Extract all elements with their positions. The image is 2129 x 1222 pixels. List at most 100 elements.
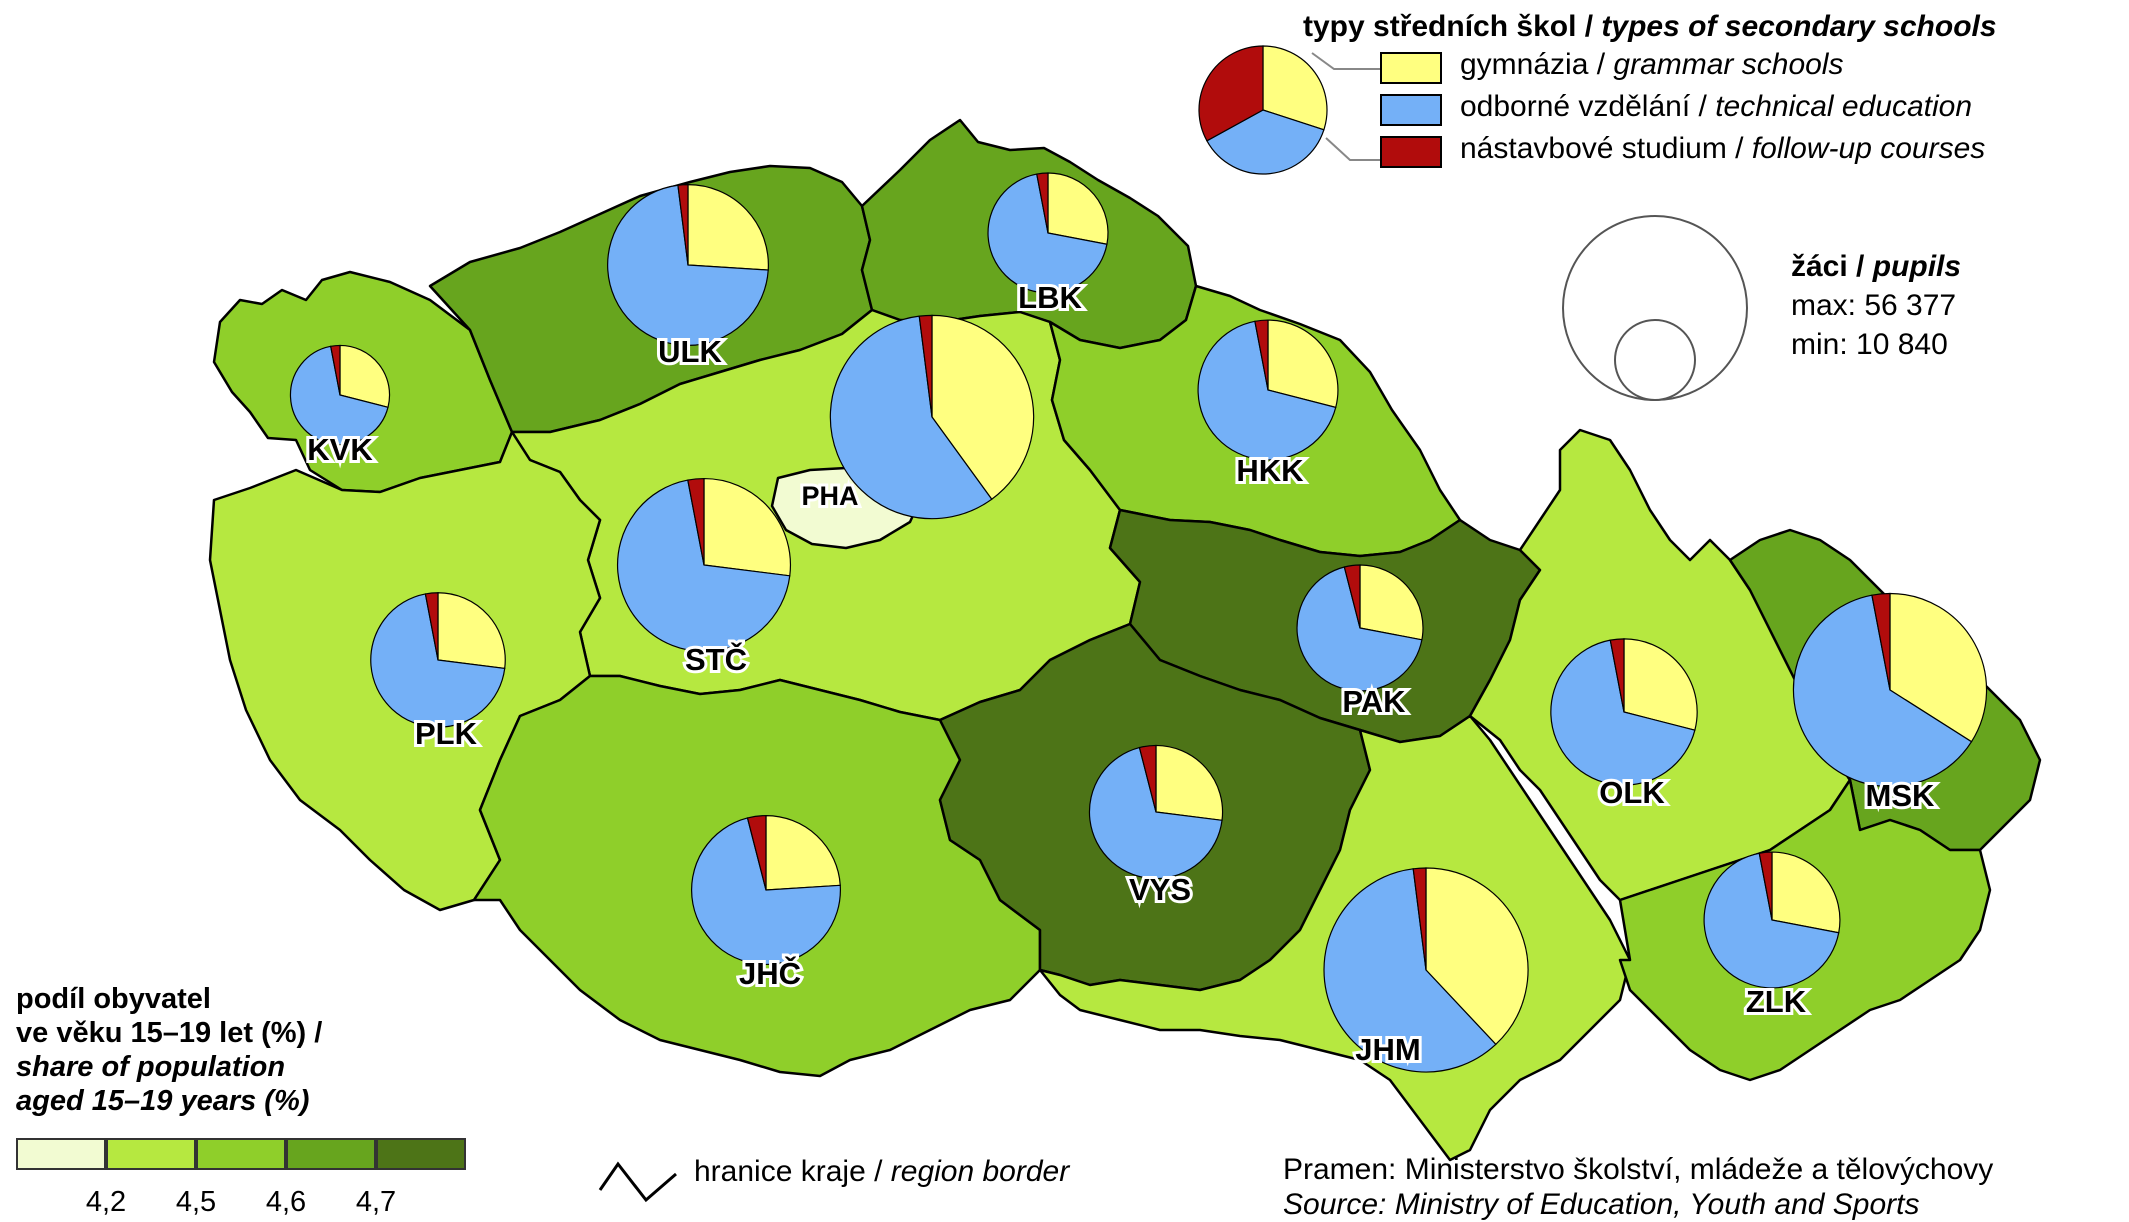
- legend-share-line4: aged 15–19 years (%): [16, 1085, 310, 1117]
- pie-slice-technical: [1703, 852, 1840, 989]
- pie-slice-technical: [1550, 639, 1696, 786]
- pie-slice-technical: [829, 315, 993, 520]
- pie-slice-grammar: [931, 314, 1035, 501]
- pie-slice-grammar: [339, 344, 391, 409]
- legend-border-cz: hranice kraje /: [694, 1155, 891, 1188]
- legend-grammar-en: grammar schools: [1613, 48, 1844, 81]
- pie-msk[interactable]: [1792, 592, 1988, 788]
- legend-pie-technical: [1206, 109, 1325, 175]
- label-ulk: ULK: [658, 334, 722, 369]
- label-vys: VYS: [1129, 872, 1191, 907]
- legend-example-pie: [1198, 45, 1328, 175]
- pie-slice-grammar: [1047, 172, 1109, 245]
- label-lbk: LBK: [1018, 280, 1082, 315]
- pie-vys[interactable]: [1088, 744, 1224, 880]
- label-jhc: JHČ: [739, 955, 801, 991]
- pie-jhč[interactable]: [691, 814, 841, 966]
- pie-pak[interactable]: [1296, 564, 1424, 692]
- legend-pie-grammar: [1262, 45, 1328, 131]
- label-pak: PAK: [1342, 684, 1406, 719]
- label-kvk: KVK: [307, 432, 373, 467]
- share-class-0: [16, 1138, 106, 1170]
- share-tick-2: 4,5: [175, 1186, 217, 1218]
- pie-slice-technical: [987, 173, 1108, 294]
- pie-pha-centre[interactable]: [829, 314, 1035, 520]
- pie-plk[interactable]: [370, 592, 506, 728]
- label-msk: MSK: [1866, 778, 1936, 813]
- size-circle-min: [1614, 319, 1696, 401]
- legend-connector-lines: [1311, 52, 1380, 161]
- pie-slice-technical: [607, 184, 769, 346]
- pie-slice-technical: [616, 479, 791, 652]
- legend-types-title-cz: typy středních škol /: [1303, 10, 1602, 43]
- pie-olk[interactable]: [1550, 638, 1698, 786]
- pie-slice-followup: [1609, 638, 1625, 713]
- swatch-technical: [1380, 94, 1442, 126]
- legend-types-title-en: types of secondary schools: [1601, 10, 1997, 43]
- legend-share-title: podíl obyvatel ve věku 15–19 let (%) / s…: [16, 982, 322, 1118]
- pie-slice-followup: [1138, 744, 1157, 813]
- share-class-1: [106, 1138, 196, 1170]
- pie-ulk[interactable]: [607, 184, 769, 346]
- pie-zlk[interactable]: [1703, 851, 1841, 989]
- label-hkk: HKK: [1236, 453, 1304, 488]
- pie-kvk[interactable]: [289, 344, 391, 446]
- pie-slice-grammar: [1771, 851, 1841, 934]
- legend-grammar-cz: gymnázia /: [1460, 48, 1614, 81]
- legend-pupils-max: max: 56 377: [1791, 289, 1957, 322]
- pie-slice-followup: [918, 314, 933, 418]
- legend-item-technical: odborné vzdělání / technical education: [1460, 90, 1972, 124]
- pie-slice-grammar: [1155, 744, 1224, 822]
- legend-region-border: hranice kraje / region border: [694, 1155, 1069, 1189]
- legend-item-followup: nástavbové studium / follow-up courses: [1460, 132, 1985, 166]
- pie-slice-followup: [1758, 851, 1773, 921]
- pie-jhm[interactable]: [1323, 867, 1529, 1073]
- share-tick-3: 4,6: [265, 1186, 307, 1218]
- pie-slice-grammar: [1267, 319, 1339, 409]
- pie-stč[interactable]: [616, 477, 791, 652]
- legend-share-line2: ve věku 15–19 let (%) /: [16, 1017, 323, 1049]
- share-tick-1: 4,2: [85, 1186, 127, 1218]
- legend-size-circles: [1562, 215, 1748, 401]
- pie-slice-grammar: [437, 592, 506, 670]
- share-tick-4: 4,7: [355, 1186, 397, 1218]
- pie-hkk[interactable]: [1197, 319, 1339, 461]
- legend-pupils-title-en: pupils: [1872, 250, 1962, 283]
- pie-slice-followup: [1412, 867, 1427, 971]
- pie-slice-grammar: [1623, 638, 1698, 731]
- swatch-grammar: [1380, 52, 1442, 84]
- pie-slice-technical: [1088, 746, 1223, 880]
- legend-pupils-min: min: 10 840: [1791, 328, 1948, 361]
- legend-followup-cz: nástavbové studium /: [1460, 132, 1752, 165]
- pie-slice-technical: [1792, 594, 1973, 788]
- legend-item-grammar: gymnázia / grammar schools: [1460, 48, 1843, 82]
- legend-pie-followup: [1198, 45, 1264, 142]
- share-class-4: [376, 1138, 466, 1170]
- legend-technical-cz: odborné vzdělání /: [1460, 90, 1716, 123]
- pie-slice-followup: [1036, 172, 1049, 234]
- pie-slice-technical: [1323, 868, 1497, 1073]
- pie-slice-grammar: [1359, 564, 1424, 641]
- pie-slice-grammar: [703, 477, 791, 577]
- legend-types-title: typy středních škol / types of secondary…: [1303, 10, 1997, 44]
- pie-slice-followup: [1343, 564, 1361, 629]
- pie-slice-technical: [1197, 320, 1337, 461]
- legend-border-en: region border: [890, 1155, 1070, 1188]
- share-class-2: [196, 1138, 286, 1170]
- pie-slice-followup: [746, 814, 767, 891]
- pie-slice-grammar: [687, 184, 769, 271]
- label-plk: PLK: [415, 716, 478, 751]
- label-zlk: ZLK: [1746, 984, 1807, 1019]
- share-class-3: [286, 1138, 376, 1170]
- source-czech: Pramen: Ministerstvo školství, mládeže a…: [1283, 1153, 1994, 1186]
- legend-pupils-title-cz: žáci /: [1791, 250, 1873, 283]
- source-english: Source: Ministry of Education, Youth and…: [1283, 1188, 1920, 1221]
- pie-slice-technical: [1296, 566, 1423, 692]
- legend-share-line1: podíl obyvatel: [16, 983, 211, 1015]
- pie-slice-followup: [424, 592, 439, 661]
- swatch-followup: [1380, 136, 1442, 168]
- legend-share-line3: share of population: [16, 1051, 286, 1083]
- pie-lbk[interactable]: [987, 172, 1109, 294]
- pie-slice-followup: [677, 184, 689, 266]
